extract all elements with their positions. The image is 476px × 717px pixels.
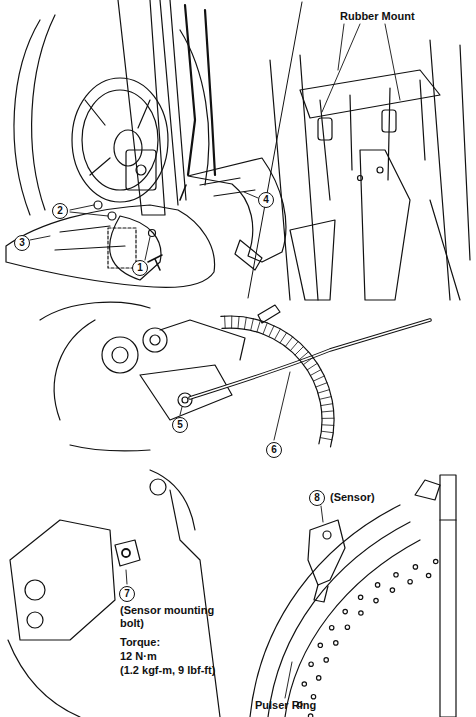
torque-value: 12 N·m [120, 650, 157, 663]
leader-lines [30, 192, 258, 260]
mounting-bolts [94, 185, 186, 270]
torque-value: (1.2 kgf-m, 9 lbf-ft) [120, 664, 215, 677]
part-label: (Sensor mounting bolt) [120, 604, 216, 630]
callout-number: 8 [309, 490, 325, 506]
callout-number: 5 [172, 417, 188, 433]
part-label: Rubber Mount [340, 10, 415, 23]
front-fender-a [6, 205, 215, 287]
callout-number: 7 [119, 586, 135, 602]
part-label: Pulser Ring [255, 699, 316, 712]
callout-number: 6 [266, 442, 282, 458]
sensor-pulser-view [250, 475, 456, 717]
callout-number: 2 [52, 203, 68, 219]
front-wheel-assembly [14, 0, 215, 215]
caliper-view [8, 470, 220, 717]
part-label: (Sensor) [330, 491, 375, 504]
sensor-area [40, 302, 430, 451]
callout-number: 4 [258, 192, 274, 208]
callout-number: 1 [132, 260, 148, 276]
rubber-mount-view [270, 24, 470, 300]
torque-label: Torque: [120, 636, 160, 649]
front-fender-b [188, 158, 286, 270]
callout-number: 3 [14, 235, 30, 251]
disc-holes [298, 559, 438, 717]
pulser-ring-teeth [221, 316, 334, 447]
